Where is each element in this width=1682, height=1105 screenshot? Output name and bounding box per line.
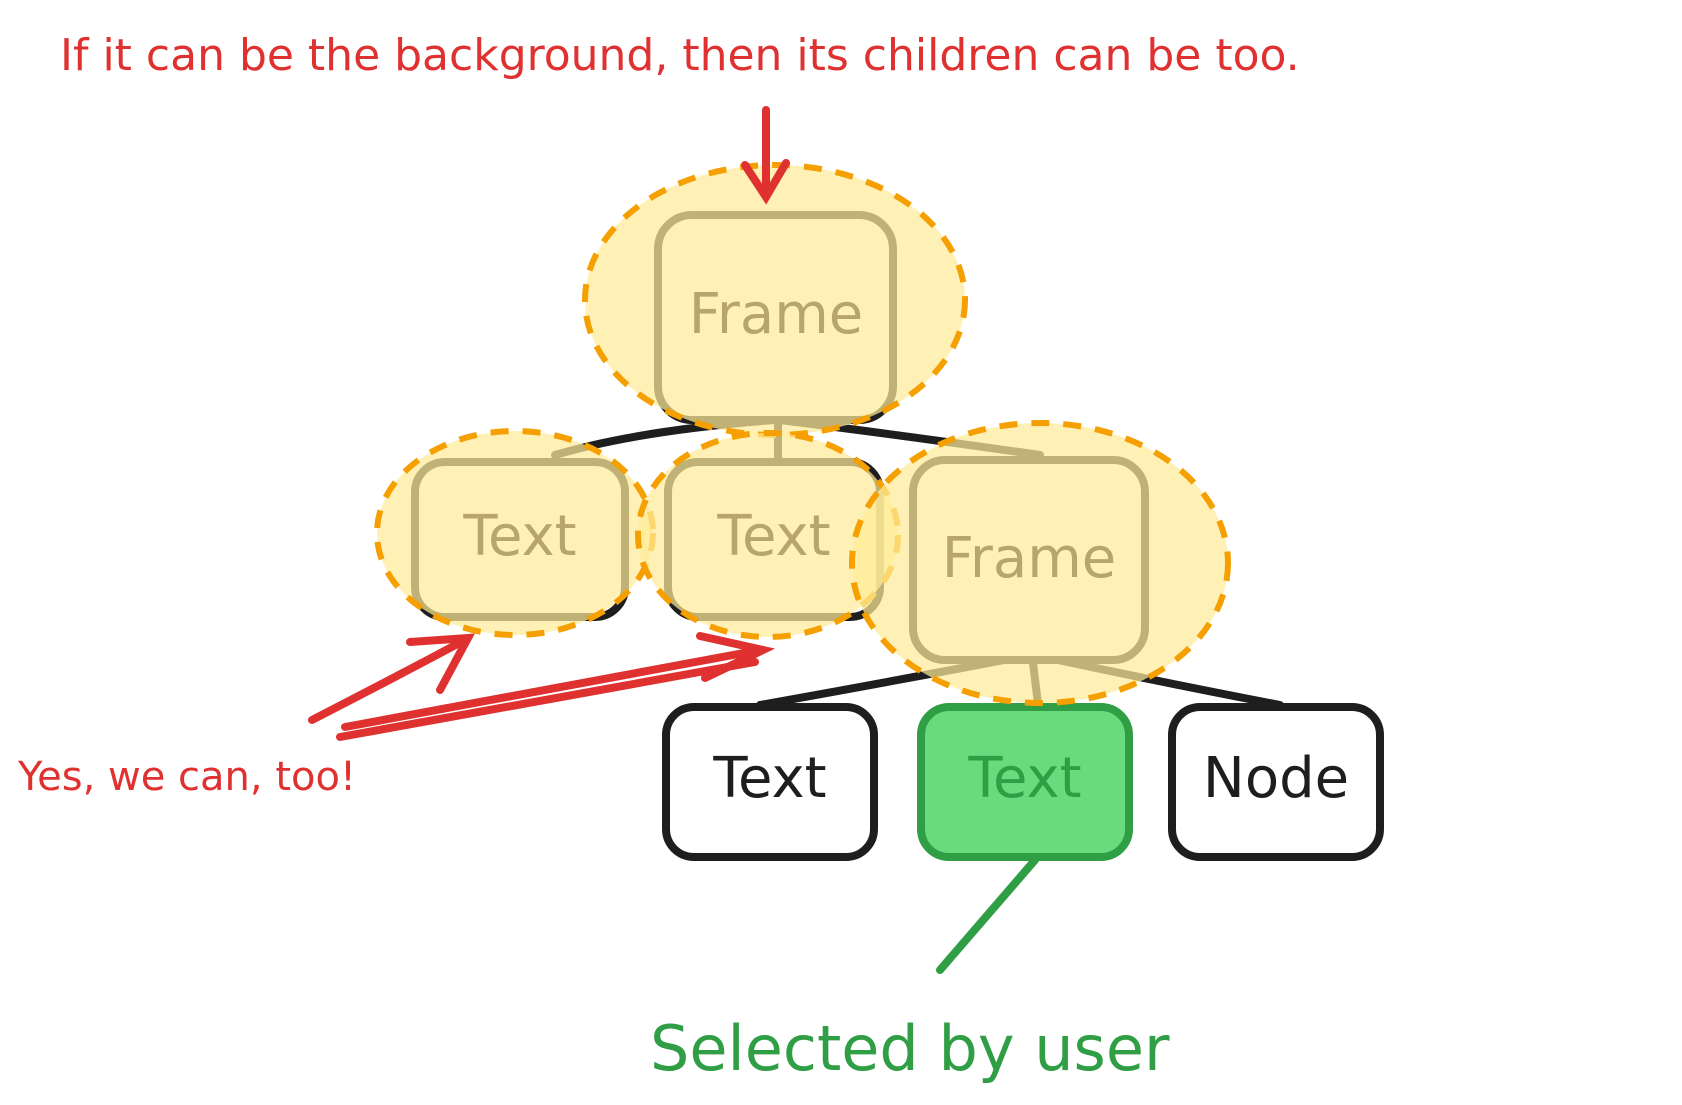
- leaf-node-node: Node: [1168, 703, 1384, 861]
- background-highlights: [374, 162, 1231, 706]
- sub-frame-label: Frame: [942, 526, 1116, 591]
- text-a-label: Text: [462, 504, 576, 569]
- arrow-to-text-a-icon: [308, 633, 475, 724]
- leaf-text-node: Text: [662, 703, 878, 861]
- leaf-text-label: Text: [712, 746, 826, 811]
- pointer-to-selected-icon: [936, 856, 1039, 974]
- arrow-to-root-icon: [741, 106, 790, 205]
- leaf-text-box: [662, 703, 878, 861]
- bottom-annotation: Selected by user: [650, 1012, 1170, 1085]
- left-annotation: Yes, we can, too!: [17, 754, 356, 800]
- leaf-node-box: [1168, 703, 1384, 861]
- selected-text-box[interactable]: [917, 703, 1133, 861]
- leaf-node-label: Node: [1203, 746, 1349, 811]
- highlight-sub-frame: [849, 420, 1231, 706]
- text-b-label: Text: [716, 504, 830, 569]
- root-frame-label: Frame: [689, 282, 863, 347]
- top-annotation: If it can be the background, then its ch…: [60, 30, 1300, 81]
- selected-text-label: Text: [967, 746, 1081, 811]
- arrow-to-text-b-icon: [336, 632, 776, 741]
- selected-text-node[interactable]: Text: [917, 703, 1133, 861]
